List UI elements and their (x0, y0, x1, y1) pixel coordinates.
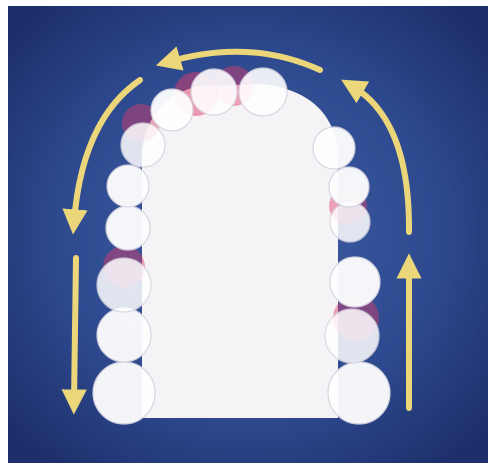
tooth-right-4 (330, 202, 370, 242)
tooth-right-6 (313, 127, 355, 169)
tooth-right-2 (325, 309, 379, 363)
tooth-front-1 (191, 69, 237, 115)
tooth-right-5 (329, 167, 369, 207)
tooth-right-3 (330, 257, 380, 307)
palate (142, 84, 338, 418)
tooth-left-5 (107, 165, 149, 207)
tooth-left-7 (151, 89, 193, 131)
tooth-left-4 (106, 206, 150, 250)
tooth-front-2 (239, 68, 287, 116)
tooth-left-6 (121, 123, 165, 167)
tooth-left-2 (97, 308, 151, 362)
tooth-left-3 (97, 258, 151, 312)
arrow-lower-left (74, 258, 76, 402)
tooth-right-1 (328, 362, 390, 424)
tooth-left-1 (93, 362, 155, 424)
